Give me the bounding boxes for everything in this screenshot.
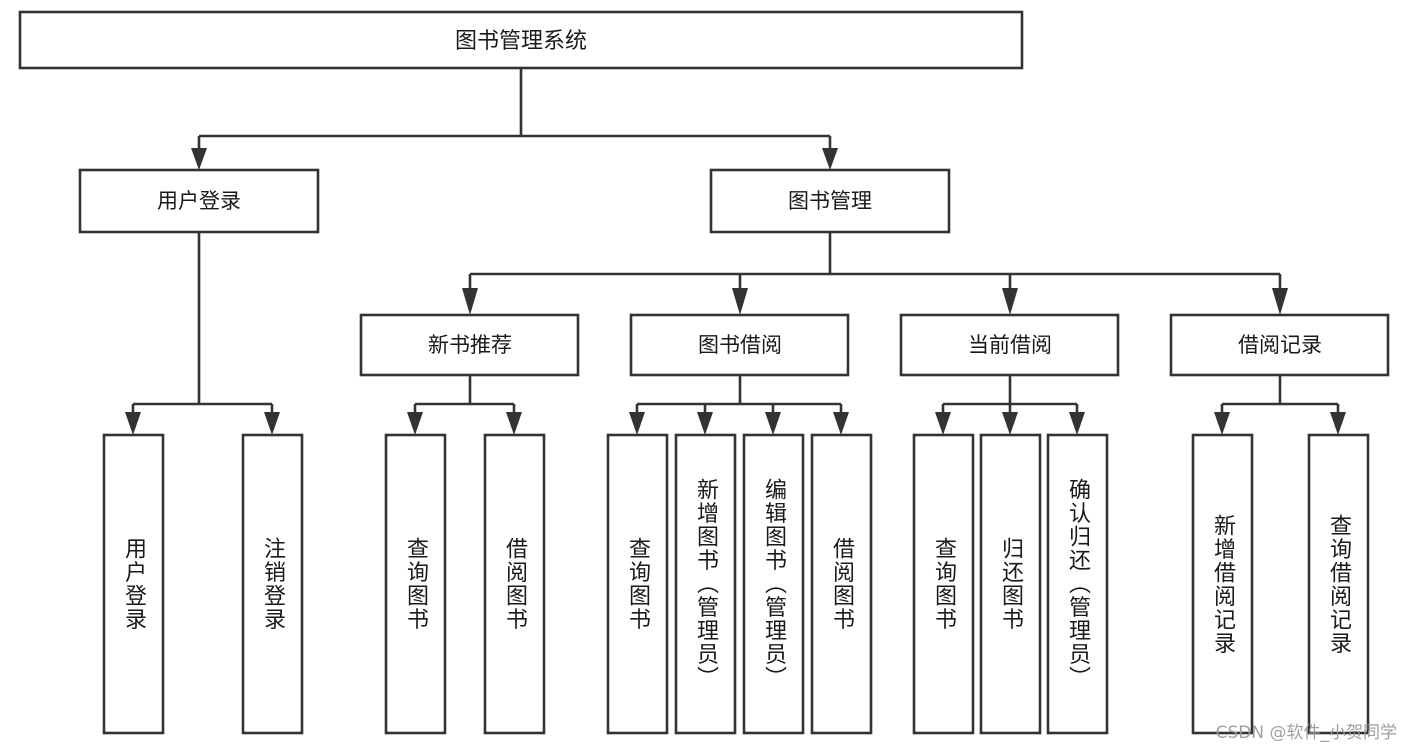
node-borrow-record-box[interactable] (1169, 313, 1390, 377)
node-borrow-record-label: 借阅记录 (1238, 333, 1322, 357)
arrowhead-leaf-borrow-book-2 (833, 412, 849, 435)
arrowhead-leaf-query-book-1 (407, 412, 423, 435)
node-new-book-recommend-label: 新书推荐 (428, 333, 512, 357)
connector-newbook-to-leaves (413, 375, 516, 426)
arrowhead-layer (125, 148, 1346, 435)
arrowhead-leaf-query-book-3 (935, 412, 951, 435)
node-book-borrow[interactable]: 图书借阅 (629, 313, 850, 377)
node-user-login[interactable]: 用户登录 (78, 168, 320, 234)
leaf-box-add-record[interactable] (1191, 433, 1254, 735)
leaf-box-logout-login[interactable] (241, 433, 304, 735)
leaf-box-edit-book[interactable] (742, 433, 805, 735)
arrowhead-current-borrow (1002, 288, 1018, 315)
arrowhead-leaf-user-login (125, 412, 141, 435)
arrowhead-user-login (191, 148, 207, 170)
leaf-box-user-login[interactable] (102, 433, 165, 735)
arrowhead-book-borrow (732, 288, 748, 315)
connector-userlogin-to-leaves (131, 232, 274, 426)
node-current-borrow-label: 当前借阅 (968, 333, 1052, 357)
node-root-box[interactable] (18, 10, 1024, 70)
arrowhead-leaf-confirm-return (1069, 412, 1085, 435)
node-book-management-box[interactable] (709, 168, 951, 234)
node-root-label: 图书管理系统 (455, 29, 587, 54)
arrowhead-new-book-recommend (462, 288, 478, 315)
node-user-login-box[interactable] (78, 168, 320, 234)
connector-bookmgmt-to-level3 (468, 232, 1282, 306)
arrowhead-leaf-edit-book (765, 412, 781, 435)
arrowhead-leaf-borrow-book-1 (506, 412, 522, 435)
node-current-borrow-box[interactable] (899, 313, 1120, 377)
node-current-borrow[interactable]: 当前借阅 (899, 313, 1120, 377)
node-user-login-label: 用户登录 (157, 189, 241, 213)
connector-bookborrow-to-leaves (635, 375, 843, 426)
arrowhead-leaf-query-book-2 (629, 412, 645, 435)
leaf-box-borrow-book-1[interactable] (483, 433, 546, 735)
arrowhead-borrow-record (1272, 288, 1288, 315)
arrowhead-leaf-query-record (1330, 412, 1346, 435)
leaf-box-borrow-book-2[interactable] (810, 433, 873, 735)
arrowhead-book-management (822, 148, 838, 170)
arrowhead-leaf-logout-login (264, 412, 280, 435)
leaf-box-query-book-1[interactable] (384, 433, 447, 735)
node-borrow-record[interactable]: 借阅记录 (1169, 313, 1390, 377)
leaf-box-return-book[interactable] (979, 433, 1042, 735)
node-book-management-label: 图书管理 (788, 189, 872, 213)
watermark-text: CSDN @软件_小贺同学 (1215, 723, 1397, 743)
arrowhead-leaf-add-record (1214, 412, 1230, 435)
leaf-box-layer (102, 433, 1370, 735)
connector-root-to-level2 (197, 68, 832, 162)
node-book-management[interactable]: 图书管理 (709, 168, 951, 234)
leaf-box-add-book[interactable] (674, 433, 737, 735)
node-new-book-recommend[interactable]: 新书推荐 (359, 313, 580, 377)
leaf-box-query-book-3[interactable] (912, 433, 975, 735)
leaf-box-confirm-return[interactable] (1046, 433, 1109, 735)
arrowhead-leaf-return-book (1002, 412, 1018, 435)
node-root-system[interactable]: 图书管理系统 (18, 10, 1024, 70)
leaf-box-query-record[interactable] (1307, 433, 1370, 735)
node-book-borrow-box[interactable] (629, 313, 850, 377)
node-new-book-recommend-box[interactable] (359, 313, 580, 377)
arrowhead-leaf-add-book (697, 412, 713, 435)
connector-borrowrecord-to-leaves (1220, 375, 1340, 426)
leaf-box-query-book-2[interactable] (606, 433, 669, 735)
node-book-borrow-label: 图书借阅 (698, 333, 782, 357)
